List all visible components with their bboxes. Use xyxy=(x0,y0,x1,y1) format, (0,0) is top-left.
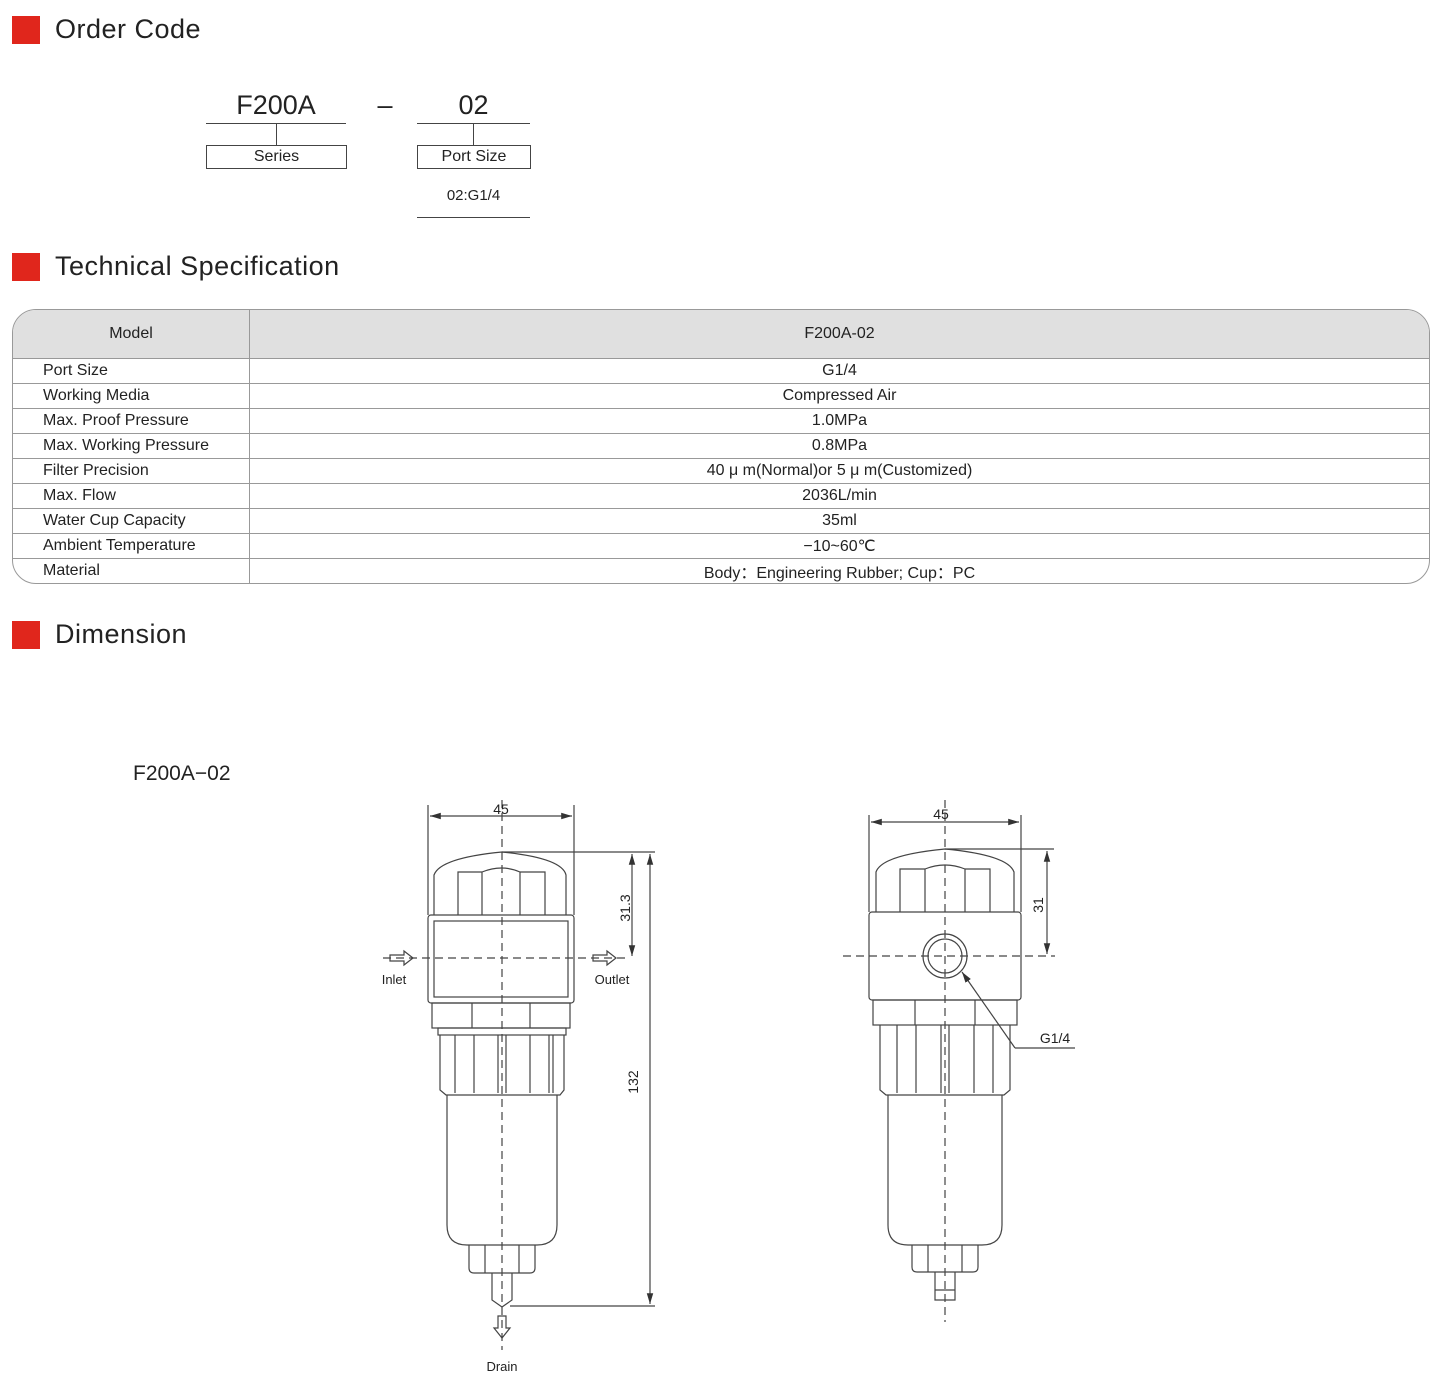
table-header-row: Model F200A-02 xyxy=(13,310,1429,359)
connector xyxy=(276,123,277,145)
port-size-label: Port Size xyxy=(417,145,531,169)
outlet-label: Outlet xyxy=(595,972,630,987)
divider xyxy=(417,217,530,218)
row-label: Water Cup Capacity xyxy=(13,509,250,534)
side-view xyxy=(843,800,1075,1322)
section-title-tech-spec: Technical Specification xyxy=(55,251,340,281)
row-value: Compressed Air xyxy=(250,384,1429,409)
header-model-value: F200A-02 xyxy=(250,310,1429,359)
row-value: Body：Engineering Rubber; Cup：PC xyxy=(703,565,976,582)
table-row: Ambient Temperature−10~60℃ xyxy=(13,534,1429,559)
row-label: Max. Proof Pressure xyxy=(13,409,250,434)
section-marker xyxy=(12,253,40,281)
row-label: Ambient Temperature xyxy=(13,534,250,559)
side-width-dim: 45 xyxy=(933,806,949,822)
side-top-height-dim: 31 xyxy=(1030,897,1046,913)
row-value: 2036L/min xyxy=(250,484,1429,509)
row-label: Material xyxy=(13,559,250,583)
port-size-callout: G1/4 xyxy=(1040,1030,1071,1046)
row-label: Max. Working Pressure xyxy=(13,434,250,459)
code-separator: – xyxy=(377,90,393,120)
front-width-dim: 45 xyxy=(493,801,509,817)
series-label: Series xyxy=(206,145,347,169)
row-label: Working Media xyxy=(13,384,250,409)
header-model-label: Model xyxy=(13,310,250,359)
row-value: G1/4 xyxy=(250,359,1429,384)
row-value: 35ml xyxy=(250,509,1429,534)
port-code: 02 xyxy=(458,90,489,120)
front-top-height-dim: 31.3 xyxy=(617,894,633,921)
port-option: 02:G1/4 xyxy=(446,187,501,204)
row-label: Port Size xyxy=(13,359,250,384)
series-code: F200A xyxy=(236,90,316,120)
section-marker xyxy=(12,16,40,44)
row-value: 1.0MPa xyxy=(250,409,1429,434)
row-value: 0.8MPa xyxy=(250,434,1429,459)
section-title-order-code: Order Code xyxy=(55,14,202,44)
front-total-height-dim: 132 xyxy=(625,1070,641,1094)
section-marker xyxy=(12,621,40,649)
row-label: Filter Precision xyxy=(13,459,250,484)
inlet-label: Inlet xyxy=(382,972,407,987)
row-value: 40 μ m(Normal)or 5 μ m(Customized) xyxy=(250,459,1429,484)
front-view xyxy=(383,800,655,1350)
row-value: −10~60℃ xyxy=(250,534,1429,559)
table-row: Material Body：Engineering Rubber; Cup：PC xyxy=(13,559,1429,583)
drawing-model-label: F200A−02 xyxy=(133,762,231,785)
drain-label: Drain xyxy=(486,1359,517,1374)
row-label: Max. Flow xyxy=(13,484,250,509)
section-title-dimension: Dimension xyxy=(55,619,188,649)
connector xyxy=(473,123,474,145)
